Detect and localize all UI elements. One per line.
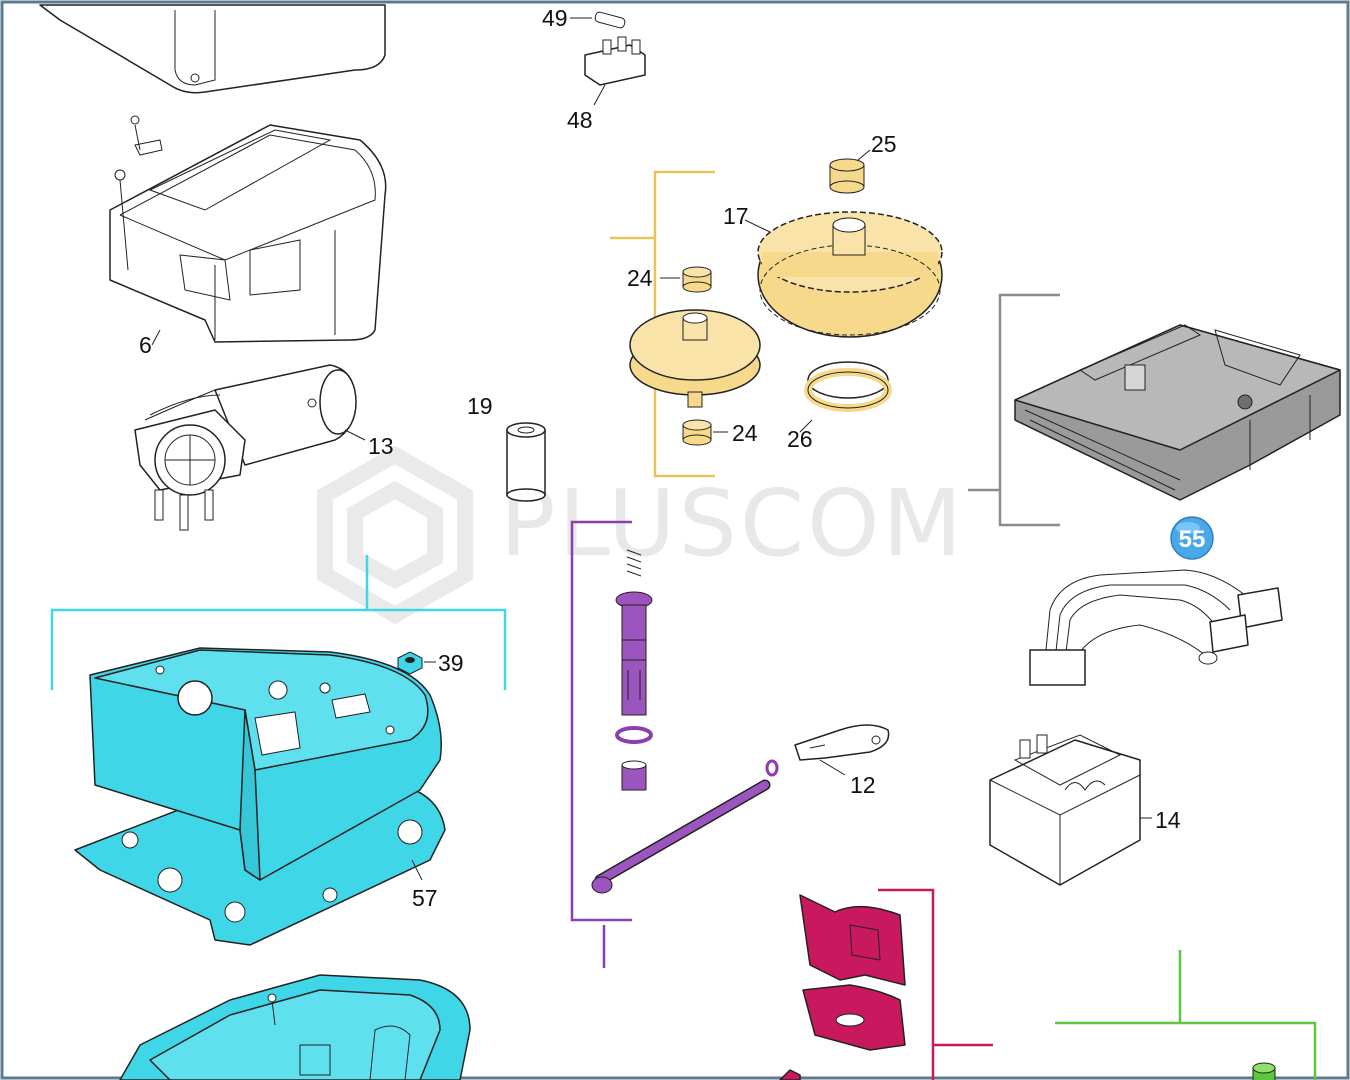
part-control-board (1014, 324, 1341, 501)
callout-13: 13 (368, 433, 394, 459)
callout-12: 12 (850, 772, 876, 798)
part-magenta-plate-lower (802, 984, 906, 1051)
group-bracket-magenta (878, 888, 993, 1080)
badge-number: 55 (1179, 526, 1206, 553)
callout-24-top: 24 (627, 265, 653, 291)
callout-6: 6 (139, 332, 152, 358)
part-bushing-24-top (660, 266, 712, 293)
group-gears (610, 149, 943, 478)
part-spacer-19 (506, 422, 546, 502)
part-magenta-plate-upper (799, 894, 906, 986)
part-base-6 (109, 115, 387, 346)
group-bracket-purple (570, 520, 632, 968)
badge-55: 55 (1170, 516, 1214, 560)
group-cyan-frame (50, 555, 507, 1080)
watermark: PLUSCOM (317, 445, 965, 625)
callout-26: 26 (787, 426, 813, 452)
callout-labels: 49 48 25 17 24 24 26 6 13 19 39 57 12 14 (139, 5, 1181, 911)
part-transformer-14 (989, 734, 1152, 886)
callout-39: 39 (438, 650, 464, 676)
callout-25: 25 (871, 131, 897, 157)
part-key-12 (794, 724, 890, 776)
callout-57: 57 (412, 885, 438, 911)
callout-24-bottom: 24 (732, 420, 758, 446)
part-terminal-48 (584, 36, 646, 106)
callout-19: 19 (467, 393, 493, 419)
watermark-text: PLUSCOM (500, 470, 965, 577)
part-ring-26 (799, 361, 892, 433)
group-bracket-green (1055, 950, 1317, 1080)
part-motor-13 (134, 364, 366, 531)
part-nut-39 (397, 651, 436, 675)
callout-48: 48 (567, 107, 593, 133)
group-bracket-gray (968, 293, 1060, 527)
part-gear-small (629, 309, 761, 408)
part-bushing-24-bottom (682, 419, 728, 446)
callout-49: 49 (542, 5, 568, 31)
watermark-logo-icon (317, 445, 473, 625)
part-wire-harness (1029, 569, 1283, 686)
group-bracket-cyan (50, 555, 507, 690)
part-bushing-25 (829, 149, 871, 194)
part-release-shaft (615, 549, 653, 791)
part-housing-top (39, 4, 386, 94)
part-release-rod (591, 759, 779, 894)
group-green (1055, 950, 1317, 1080)
part-cyan-housing-lower (119, 974, 471, 1080)
callout-17: 17 (723, 203, 749, 229)
part-fuse-49 (570, 11, 626, 29)
part-cyan-frame (89, 647, 442, 881)
group-control-board (968, 293, 1341, 527)
callout-14: 14 (1155, 807, 1181, 833)
group-purple-release (570, 520, 779, 968)
group-magenta-bracket (779, 888, 993, 1080)
part-green-cap (1252, 1062, 1276, 1080)
part-gear-17 (744, 211, 943, 338)
